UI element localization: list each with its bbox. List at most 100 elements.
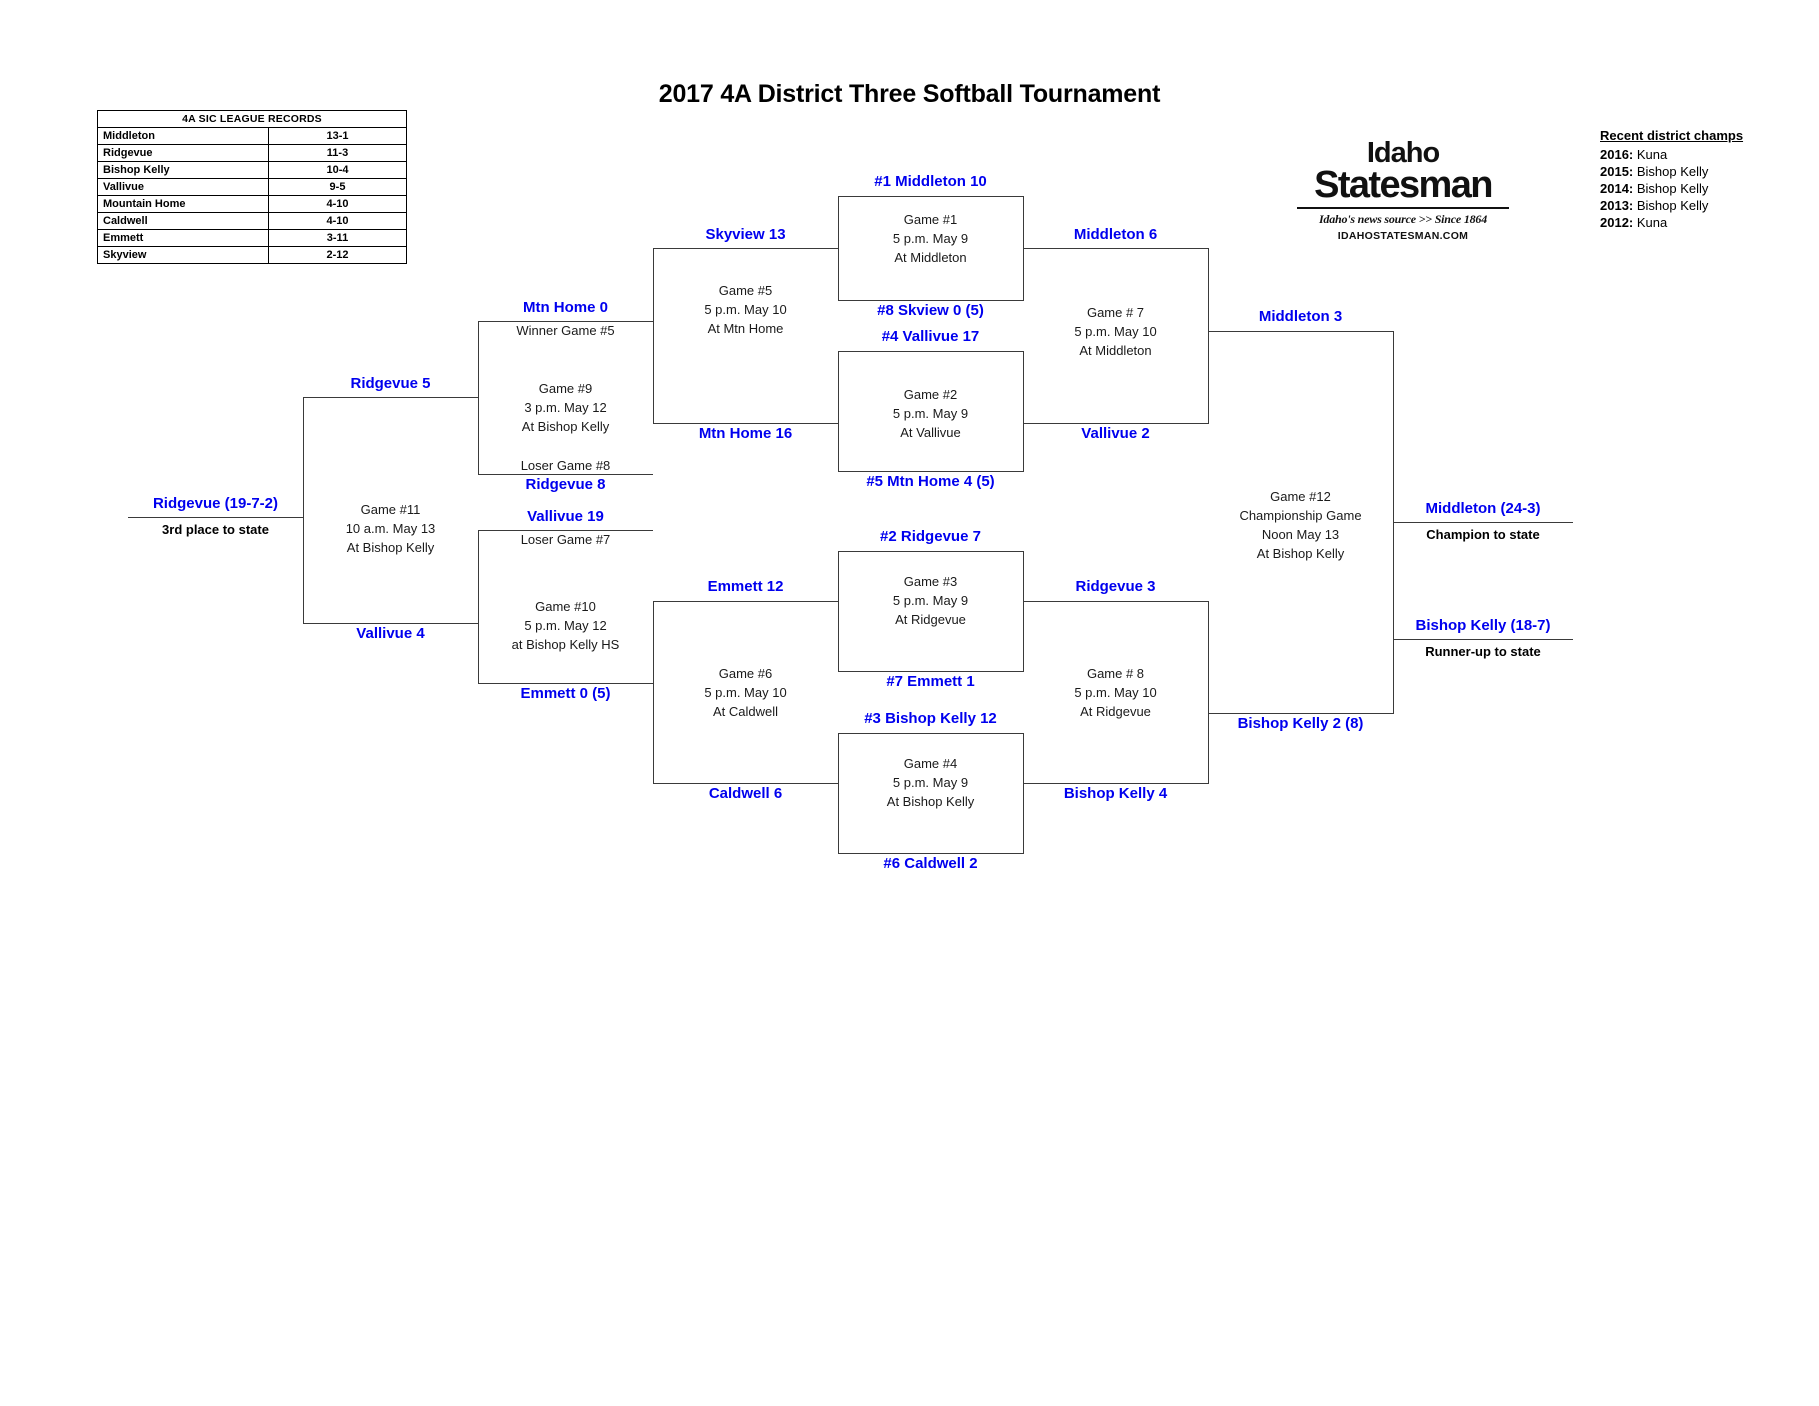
bracket-line bbox=[303, 397, 478, 398]
bracket-line bbox=[478, 530, 479, 684]
seed-team-8-skyview: #8 Skview 0 (5) bbox=[877, 302, 984, 319]
game-site: At Caldwell bbox=[712, 704, 779, 719]
table-row: Caldwell 4-10 bbox=[97, 212, 407, 230]
game-number: Game #11 bbox=[360, 502, 421, 517]
game-time: 3 p.m. May 12 bbox=[524, 400, 607, 415]
champ-team: Kuna bbox=[1633, 215, 1668, 230]
winner-game-2-vallivue: Vallivue 2 bbox=[1081, 425, 1150, 442]
bracket-line bbox=[1023, 423, 1208, 424]
seed-team-7-emmett: #7 Emmett 1 bbox=[886, 673, 975, 690]
bracket-line bbox=[653, 601, 838, 602]
bracket-line bbox=[1208, 601, 1209, 784]
logo-line-idaho: Idaho bbox=[1366, 137, 1440, 169]
game-10-feed-top: Loser Game #7 bbox=[520, 532, 611, 547]
record-value: 4-10 bbox=[268, 212, 407, 230]
game-number: Game #1 bbox=[903, 212, 958, 227]
bracket-line bbox=[128, 517, 303, 518]
winner-game-1-middleton: Middleton 6 bbox=[1073, 226, 1158, 243]
champ-year: 2014: bbox=[1600, 181, 1634, 196]
record-value: 3-11 bbox=[268, 229, 407, 247]
game-number: Game #9 bbox=[538, 381, 593, 396]
game-9-details: Game #9 3 p.m. May 12 At Bishop Kelly bbox=[478, 379, 653, 436]
recent-champs-heading: Recent district champs bbox=[1600, 128, 1744, 143]
game-number: Game #2 bbox=[903, 387, 958, 402]
game-11-details: Game #11 10 a.m. May 13 At Bishop Kelly bbox=[303, 500, 478, 557]
table-row: Mountain Home 4-10 bbox=[97, 195, 407, 213]
logo-line-statesman: Statesman bbox=[1314, 164, 1493, 206]
semifinal-winner-middleton: Middleton 3 bbox=[1258, 308, 1343, 325]
game-10-top-team: Vallivue 19 bbox=[527, 508, 604, 525]
bracket-line bbox=[1023, 248, 1208, 249]
bracket-line bbox=[478, 530, 653, 531]
game-time: 5 p.m. May 9 bbox=[892, 775, 969, 790]
third-place-note: 3rd place to state bbox=[162, 522, 269, 537]
bracket-line bbox=[838, 351, 1023, 352]
bracket-line bbox=[1208, 713, 1393, 714]
game-12-details: Game #12 Championship Game Noon May 13 A… bbox=[1208, 487, 1393, 563]
game-number: Game #12 bbox=[1270, 489, 1331, 504]
game-site: At Ridgevue bbox=[895, 612, 966, 627]
logo-divider bbox=[1297, 207, 1509, 209]
record-value: 10-4 bbox=[268, 161, 407, 179]
winner-game-4-bishop-kelly: Bishop Kelly 4 bbox=[1063, 785, 1168, 802]
bracket-line bbox=[838, 671, 1023, 672]
game-10-details: Game #10 5 p.m. May 12 at Bishop Kelly H… bbox=[478, 597, 653, 654]
logo-tagline: Idaho's news source >> Since 1864 bbox=[1318, 212, 1488, 226]
game-label: Championship Game bbox=[1239, 508, 1362, 523]
game-number: Game #3 bbox=[903, 574, 958, 589]
bracket-line bbox=[653, 423, 838, 424]
game-site: At Bishop Kelly bbox=[886, 794, 975, 809]
game-site: At Mtn Home bbox=[707, 321, 784, 336]
game-time: 10 a.m. May 13 bbox=[345, 521, 436, 536]
game-9-bottom-team: Ridgevue 8 bbox=[525, 476, 606, 493]
game-time: 5 p.m. May 10 bbox=[1074, 324, 1157, 339]
seed-team-3-bishop-kelly: #3 Bishop Kelly 12 bbox=[864, 710, 997, 727]
bracket-line bbox=[838, 196, 839, 301]
loser-game-4-caldwell: Caldwell 6 bbox=[708, 785, 783, 802]
game-number: Game #6 bbox=[718, 666, 773, 681]
game-number: Game #4 bbox=[903, 756, 958, 771]
game-number: Game # 7 bbox=[1086, 305, 1145, 320]
bracket-line bbox=[838, 853, 1023, 854]
bracket-line bbox=[1023, 551, 1024, 672]
runnerup-team: Bishop Kelly (18-7) bbox=[1415, 617, 1551, 634]
bracket-line bbox=[1023, 783, 1208, 784]
game-site: At Bishop Kelly bbox=[521, 419, 610, 434]
champ-team: Bishop Kelly bbox=[1633, 164, 1709, 179]
third-place-team: Ridgevue (19-7-2) bbox=[152, 495, 279, 512]
loser-game-1-skyview: Skyview 13 bbox=[705, 226, 786, 243]
bracket-line bbox=[838, 196, 1023, 197]
game-7-details: Game # 7 5 p.m. May 10 At Middleton bbox=[1023, 303, 1208, 360]
game-time: 5 p.m. May 10 bbox=[704, 685, 787, 700]
game-site: At Middleton bbox=[1079, 343, 1152, 358]
table-row: Vallivue 9-5 bbox=[97, 178, 407, 196]
bracket-line bbox=[653, 601, 654, 784]
loser-game-2-mtn-home: Mtn Home 16 bbox=[698, 425, 793, 442]
record-team: Mountain Home bbox=[97, 195, 269, 213]
game-site: At Ridgevue bbox=[1080, 704, 1151, 719]
game-9-feed-top: Winner Game #5 bbox=[516, 323, 615, 338]
champ-team: Bishop Kelly bbox=[1633, 198, 1709, 213]
idaho-statesman-logo: Idaho Statesman Idaho's news source >> S… bbox=[1293, 137, 1513, 242]
table-row: Middleton 13-1 bbox=[97, 127, 407, 145]
game-4-details: Game #4 5 p.m. May 9 At Bishop Kelly bbox=[838, 754, 1023, 811]
champ-year: 2013: bbox=[1600, 198, 1634, 213]
semifinal-winner-bishop-kelly: Bishop Kelly 2 (8) bbox=[1237, 715, 1364, 732]
game-site: At Bishop Kelly bbox=[346, 540, 435, 555]
champion-note: Champion to state bbox=[1426, 527, 1540, 542]
game-6-details: Game #6 5 p.m. May 10 At Caldwell bbox=[653, 664, 838, 721]
table-row: Skyview 2-12 bbox=[97, 246, 407, 264]
game-11-top-team: Ridgevue 5 bbox=[350, 375, 431, 392]
page-title: 2017 4A District Three Softball Tourname… bbox=[658, 80, 1161, 108]
record-value: 9-5 bbox=[268, 178, 407, 196]
game-time: Noon May 13 bbox=[1261, 527, 1340, 542]
game-9-top-team: Mtn Home 0 bbox=[522, 299, 608, 316]
bracket-line bbox=[653, 248, 838, 249]
champ-year: 2012: bbox=[1600, 215, 1634, 230]
seed-team-6-caldwell: #6 Caldwell 2 bbox=[883, 855, 978, 872]
game-site: at Bishop Kelly HS bbox=[511, 637, 620, 652]
seed-team-4-vallivue: #4 Vallivue 17 bbox=[881, 328, 980, 345]
bracket-line bbox=[1208, 248, 1209, 424]
record-team: Ridgevue bbox=[97, 144, 269, 162]
